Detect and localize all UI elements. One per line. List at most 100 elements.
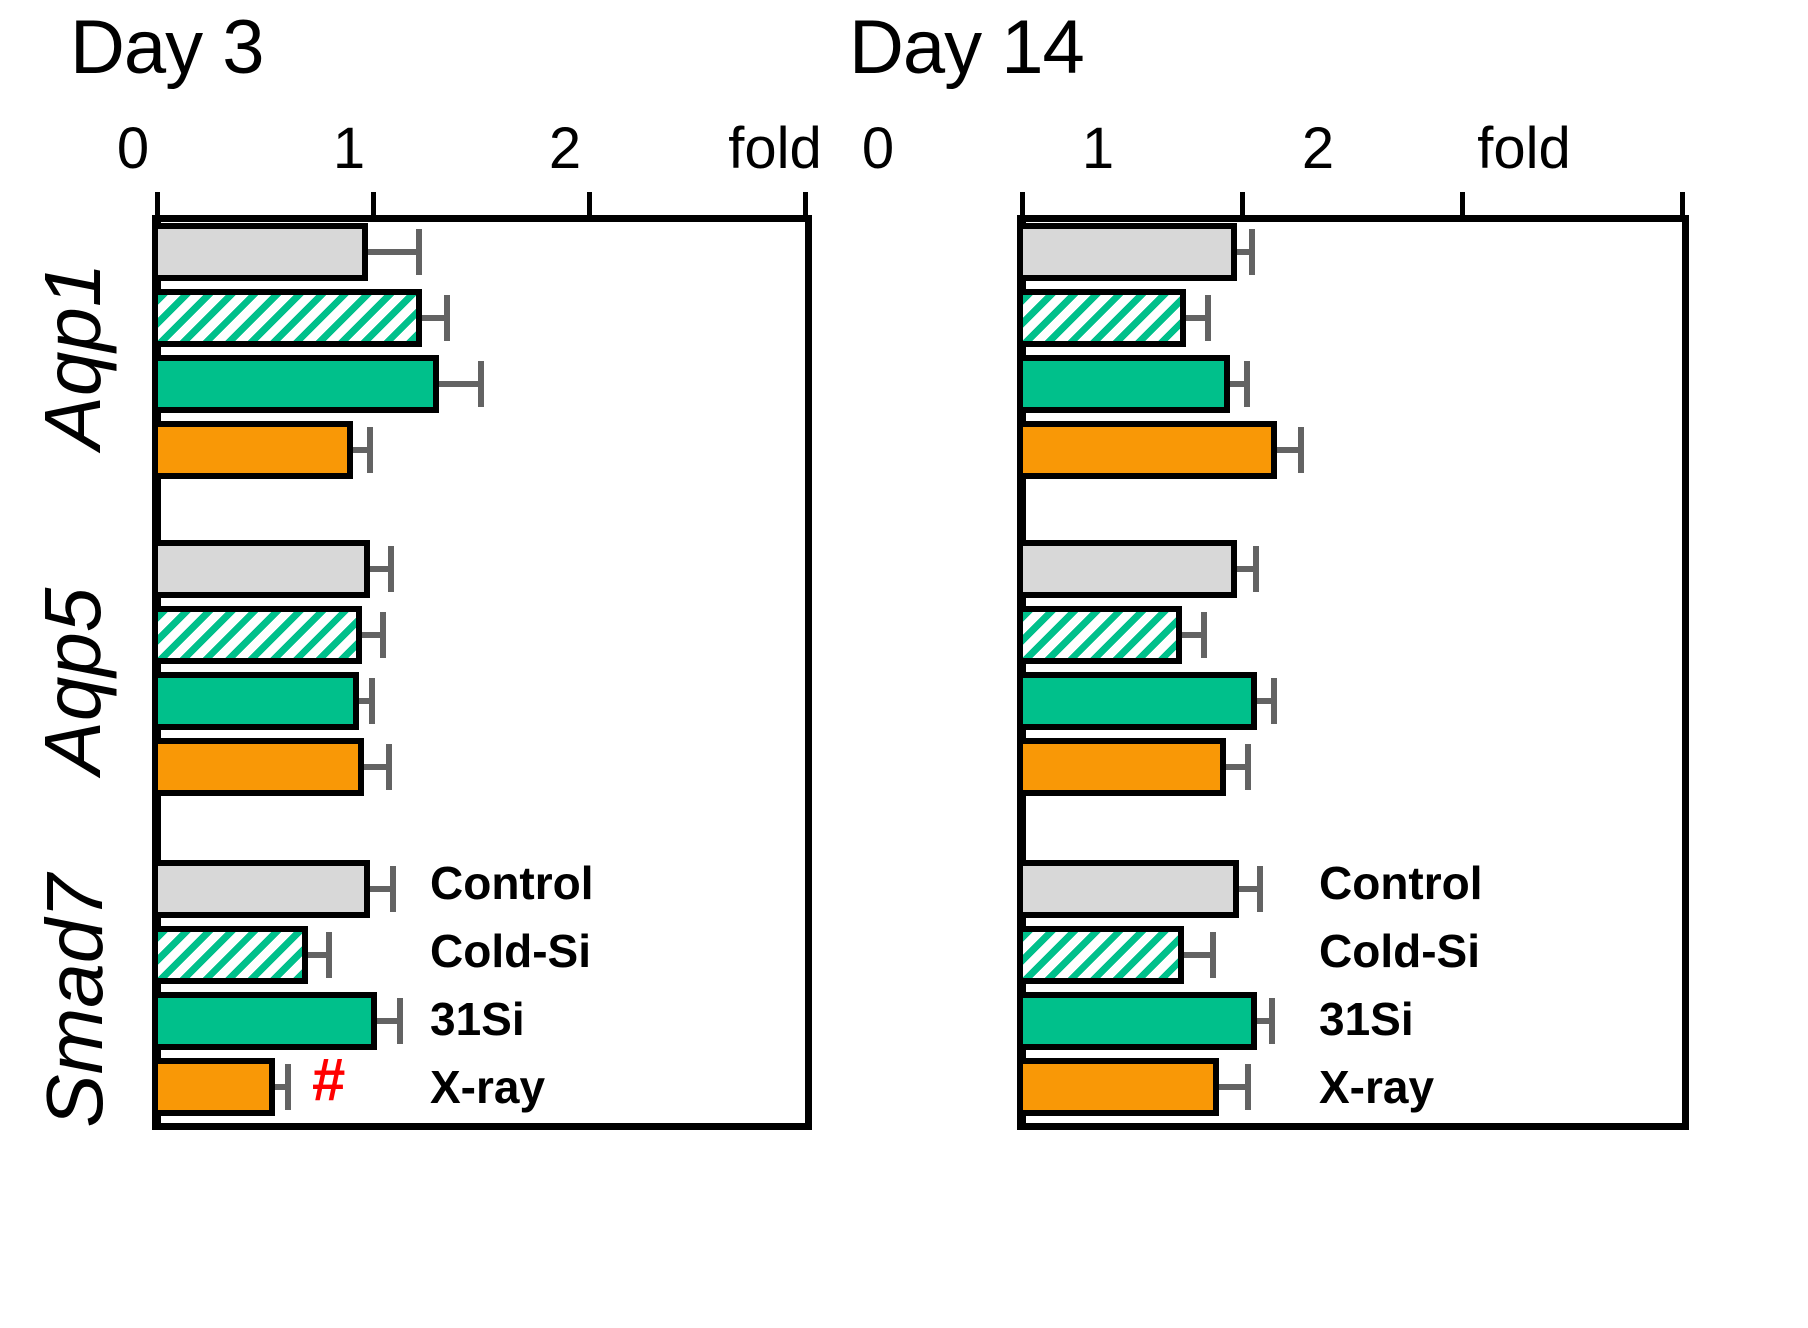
errorbar-line [1186, 315, 1211, 321]
bar-aqp5-coldsi[interactable] [152, 606, 362, 664]
axis-tick-0: 0 [116, 116, 150, 181]
errorbar-line [1226, 764, 1251, 770]
axis-tick-0: 0 [861, 116, 895, 181]
errorbar-line [308, 952, 332, 958]
errorbar-line [1257, 698, 1277, 704]
group-aqp1 [152, 223, 812, 488]
bar-aqp1-xray[interactable] [152, 421, 353, 479]
bar-aqp1-coldsi[interactable] [152, 289, 422, 347]
errorbar-cap [1269, 998, 1275, 1044]
bar-smad7-coldsi[interactable] [1017, 926, 1184, 984]
bar-smad7-xray[interactable] [152, 1058, 275, 1116]
axis-tickmark-3 [1680, 192, 1685, 222]
panel-day3-legend: Control Cold-Si 31Si X-ray [430, 860, 594, 1110]
panel-day14-legend: Control Cold-Si 31Si X-ray [1319, 860, 1483, 1110]
errorbar-cap [397, 998, 403, 1044]
legend-item-31si: 31Si [430, 993, 525, 1045]
bar-smad7-control[interactable] [1017, 860, 1239, 918]
errorbar-cap [1257, 866, 1263, 912]
bar-aqp1-31si[interactable] [152, 355, 439, 413]
panel-day14-title: Day 14 [849, 5, 1085, 90]
errorbar-line [353, 447, 373, 453]
axis-tick-2: 2 [548, 116, 582, 181]
errorbar-cap [388, 546, 394, 592]
panel-day14: Day 14 0 1 2 fold [849, 0, 1808, 1328]
bar-smad7-control[interactable] [152, 860, 370, 918]
bar-row-control [152, 223, 422, 281]
bar-aqp1-control[interactable] [1017, 223, 1237, 281]
errorbar-cap [367, 427, 373, 473]
errorbar-cap [386, 744, 392, 790]
gene-label-aqp5: Aqp5 [28, 587, 117, 775]
legend-item-coldsi: Cold-Si [1319, 925, 1480, 977]
bar-smad7-31si[interactable] [1017, 992, 1257, 1050]
errorbar-line [368, 249, 422, 255]
errorbar-line [1219, 1084, 1251, 1090]
bar-smad7-coldsi[interactable] [152, 926, 308, 984]
errorbar-cap [380, 612, 386, 658]
errorbar-cap [1245, 744, 1251, 790]
axis-tickmark-0 [1020, 192, 1025, 222]
errorbar-line [1237, 249, 1255, 255]
errorbar-cap [444, 295, 450, 341]
group-smad7 [1017, 860, 1689, 1125]
group-aqp5 [152, 540, 812, 805]
legend-item-control: Control [430, 857, 594, 909]
errorbar-cap [1298, 427, 1304, 473]
legend-item-control: Control [1319, 857, 1483, 909]
bar-aqp1-31si[interactable] [1017, 355, 1230, 413]
panel-day14-plot: Control Cold-Si 31Si X-ray [1017, 215, 1689, 1130]
bar-aqp5-31si[interactable] [1017, 672, 1257, 730]
bar-smad7-31si[interactable] [152, 992, 377, 1050]
axis-tick-2: 2 [1301, 116, 1335, 181]
errorbar-cap [1271, 678, 1277, 724]
bar-aqp5-control[interactable] [152, 540, 370, 598]
errorbar-cap [478, 361, 484, 407]
bar-aqp1-coldsi[interactable] [1017, 289, 1186, 347]
errorbar-line [1230, 381, 1250, 387]
errorbar-cap [416, 229, 422, 275]
axis-unit-label: fold [1477, 116, 1571, 181]
group-aqp5 [1017, 540, 1689, 805]
axis-unit-label: fold [728, 116, 822, 181]
bar-aqp5-xray[interactable] [1017, 738, 1226, 796]
errorbar-line [377, 1018, 403, 1024]
axis-tickmark-2 [587, 192, 592, 222]
errorbar-line [275, 1084, 291, 1090]
legend-item-coldsi: Cold-Si [430, 925, 591, 977]
errorbar-line [364, 764, 392, 770]
group-aqp1 [1017, 223, 1689, 488]
errorbar-cap [1245, 1064, 1251, 1110]
bar-smad7-xray[interactable] [1017, 1058, 1219, 1116]
errorbar-cap [1244, 361, 1250, 407]
axis-tickmark-2 [1460, 192, 1465, 222]
errorbar-line [422, 315, 450, 321]
bar-aqp5-xray[interactable] [152, 738, 364, 796]
panel-day3: Day 3 0 1 2 fold [0, 5, 904, 1130]
errorbar-line [1237, 566, 1259, 572]
significance-marker-hash: # [312, 1046, 346, 1113]
legend-item-xray: X-ray [1319, 1061, 1435, 1113]
panel-day3-title: Day 3 [70, 5, 265, 90]
errorbar-line [439, 381, 484, 387]
bar-aqp1-control[interactable] [152, 223, 368, 281]
errorbar-cap [1253, 546, 1259, 592]
gene-label-aqp1: Aqp1 [28, 262, 117, 450]
axis-tickmark-1 [1240, 192, 1245, 222]
errorbar-cap [326, 932, 332, 978]
errorbar-line [1182, 632, 1207, 638]
bar-aqp5-31si[interactable] [152, 672, 359, 730]
panel-day14-axis-labels: 0 1 2 fold [862, 116, 1808, 181]
errorbar-cap [1201, 612, 1207, 658]
legend-item-xray: X-ray [430, 1061, 546, 1113]
bar-aqp1-xray[interactable] [1017, 421, 1277, 479]
bar-aqp5-control[interactable] [1017, 540, 1237, 598]
panel-day3-axis-labels: 0 1 2 fold [0, 120, 904, 180]
errorbar-cap [285, 1064, 291, 1110]
bar-aqp5-coldsi[interactable] [1017, 606, 1182, 664]
axis-tick-1: 1 [1081, 116, 1115, 181]
axis-tickmark-0 [155, 192, 160, 222]
panel-day3-plot: # Control Cold-Si 31Si X-ray [152, 215, 812, 1130]
errorbar-line [362, 632, 386, 638]
